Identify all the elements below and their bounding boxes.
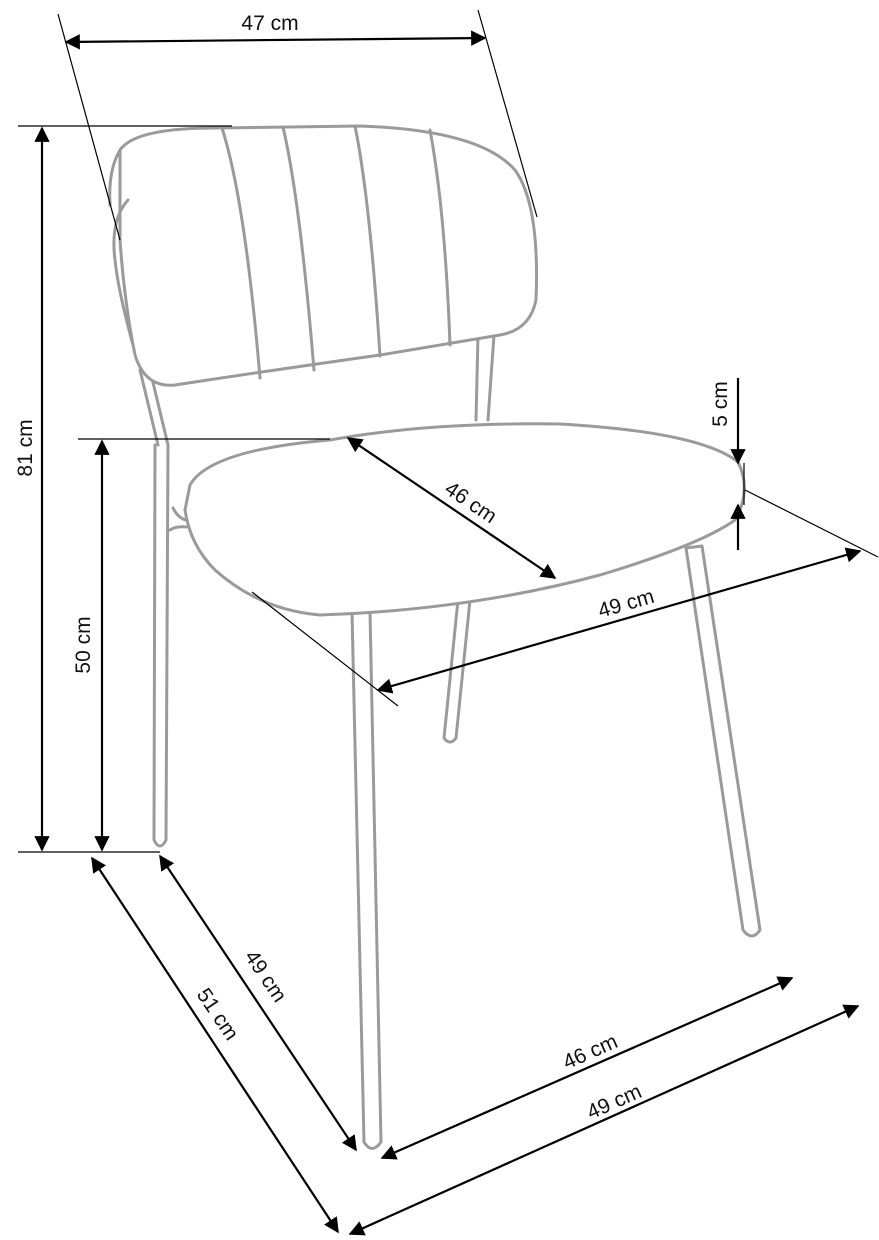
label-leg-span-left-inner: 49 cm	[240, 946, 291, 1006]
front-right-leg	[684, 544, 762, 938]
back-left-leg	[138, 368, 170, 848]
label-backrest-width: 47 cm	[241, 12, 298, 35]
label-leg-span-front-outer: 49 cm	[584, 1080, 646, 1124]
front-left-leg	[350, 610, 383, 1150]
label-seat-height: 50 cm	[72, 616, 95, 673]
seat	[168, 422, 746, 617]
dim-backrest-width: 47 cm	[57, 9, 538, 241]
dim-leg-span-front-inner: 46 cm	[380, 976, 794, 1160]
dim-leg-span-left-inner: 49 cm	[159, 854, 357, 1152]
label-total-height: 81 cm	[14, 419, 37, 476]
backrest	[108, 124, 539, 387]
dim-total-height: 81 cm	[14, 125, 232, 853]
dim-seat-thickness: 5 cm	[709, 378, 746, 550]
dim-seat-height: 50 cm	[72, 438, 330, 852]
label-seat-depth: 49 cm	[596, 585, 657, 623]
label-leg-span-left-outer: 51 cm	[192, 984, 243, 1044]
dim-leg-span-left-outer: 51 cm	[91, 856, 339, 1234]
back-right-leg	[442, 333, 496, 744]
label-seat-thickness: 5 cm	[709, 381, 732, 427]
